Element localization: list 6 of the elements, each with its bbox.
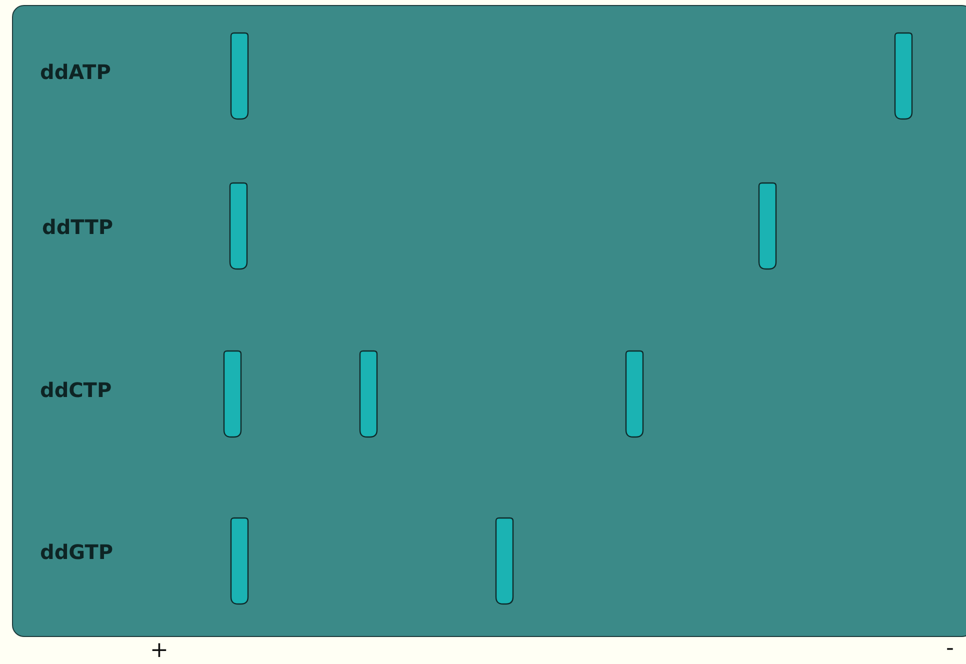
lane-label: ddGTP [40, 540, 113, 564]
lane-label: ddTTP [42, 215, 114, 239]
electrode-sign: + [150, 638, 168, 663]
electrode-sign: - [946, 636, 954, 661]
lane-label: ddCTP [40, 378, 112, 402]
lane-label: ddATP [40, 60, 111, 84]
